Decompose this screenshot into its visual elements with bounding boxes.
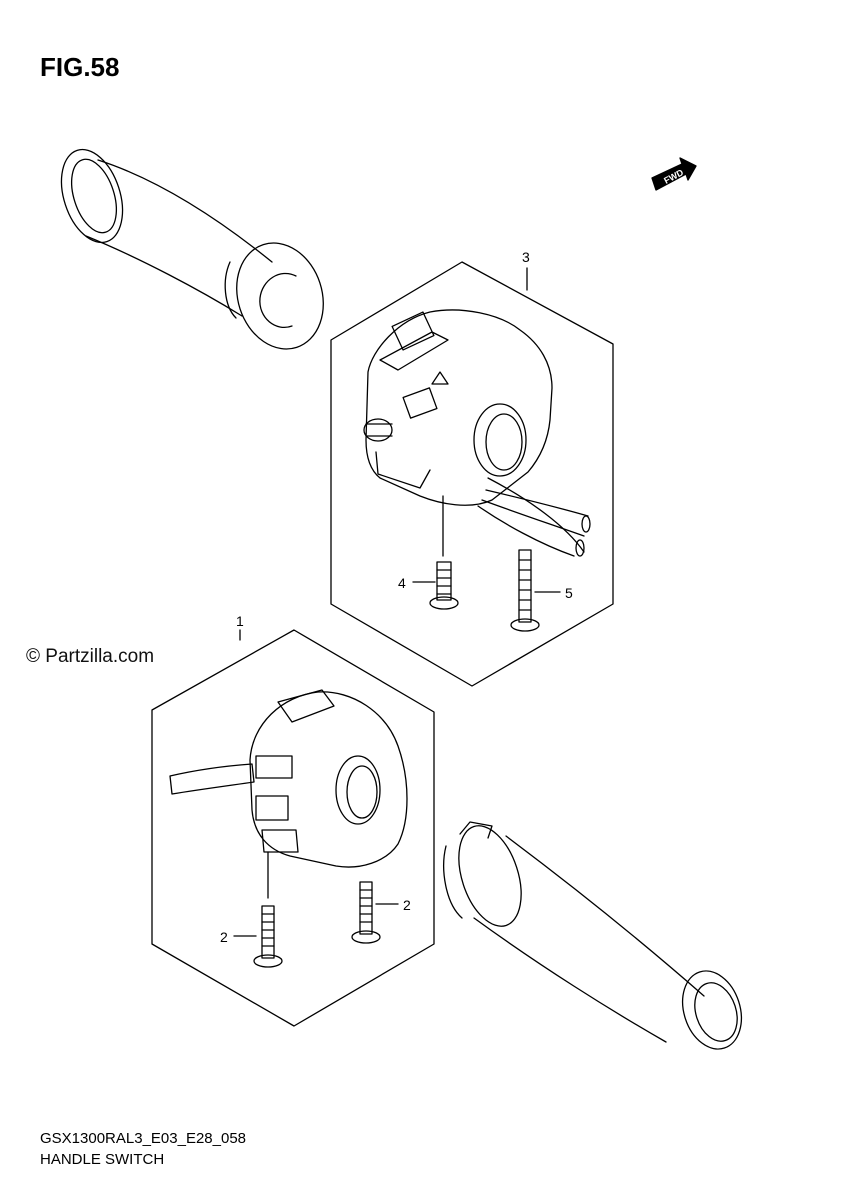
- fwd-arrow-icon: [651, 157, 697, 191]
- screw-2-right: [351, 881, 381, 944]
- lower-assembly-box: [151, 629, 435, 1027]
- upper-assembly-box: [330, 261, 614, 687]
- left-handle-switch: [169, 689, 408, 868]
- partzilla-watermark: © Partzilla.com: [26, 646, 155, 667]
- callout-2-right: 2: [403, 897, 411, 913]
- callout-3: 3: [522, 249, 530, 265]
- right-handle-switch: [363, 309, 591, 557]
- screw-2-left: [253, 905, 283, 968]
- callout-2-left: 2: [220, 929, 228, 945]
- figure-title: FIG.58: [40, 52, 120, 82]
- screw-4: [429, 561, 459, 610]
- callout-5: 5: [565, 585, 573, 601]
- screw-5: [510, 549, 540, 632]
- callout-4: 4: [398, 575, 406, 591]
- throttle-grip: [443, 821, 743, 1050]
- diagram-name: HANDLE SWITCH: [40, 1151, 165, 1168]
- left-grip: [60, 148, 324, 350]
- diagram-code: GSX1300RAL3_E03_E28_058: [40, 1130, 247, 1147]
- callout-1: 1: [236, 613, 244, 629]
